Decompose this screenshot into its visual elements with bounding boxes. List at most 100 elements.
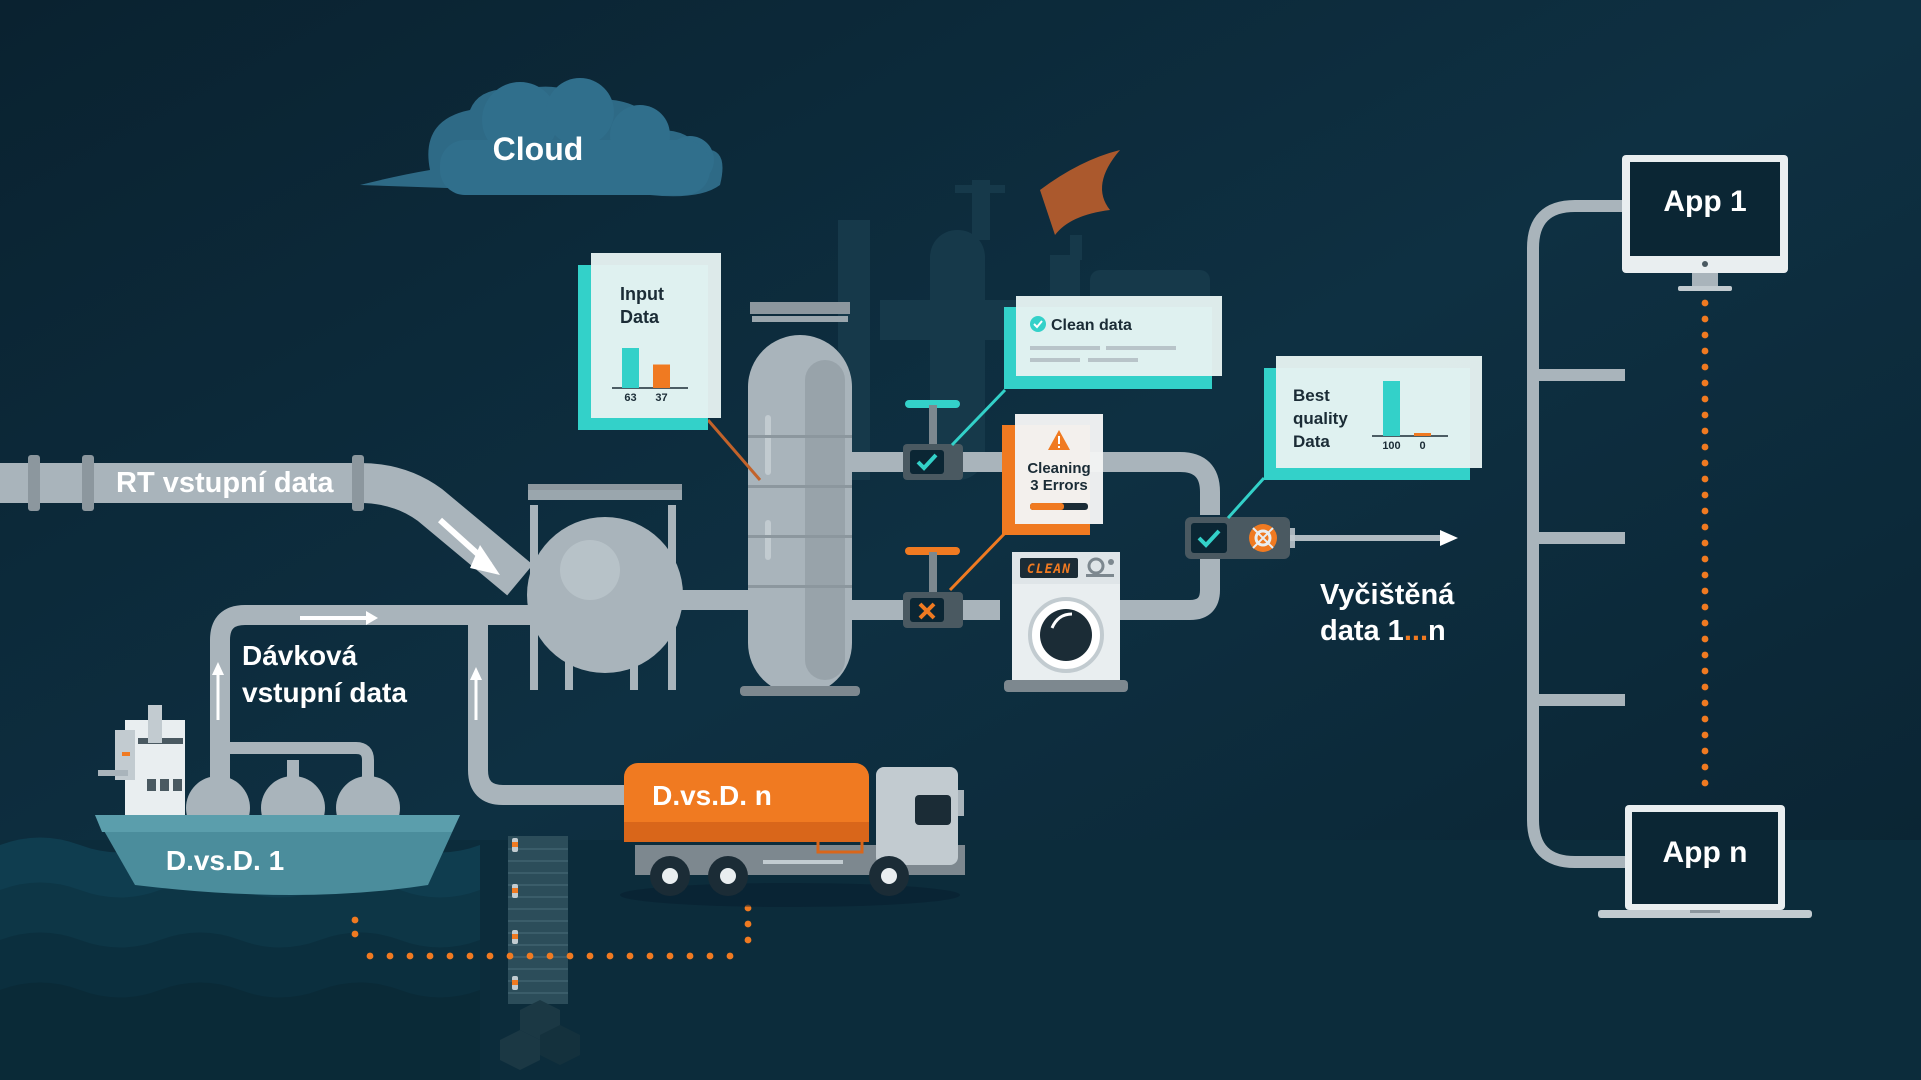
- input-card-line1: Input: [620, 284, 664, 304]
- app-link-dot: [1701, 779, 1709, 787]
- pier-lights: [512, 838, 518, 990]
- app-link-dot: [1701, 683, 1709, 691]
- ship-link-dot: [744, 920, 752, 928]
- app-link-dot: [1701, 507, 1709, 515]
- ship-link-dot: [526, 952, 534, 960]
- output-flow-arrow: [1440, 530, 1458, 546]
- pier-plank: [508, 956, 568, 958]
- app-link-dot: [1701, 427, 1709, 435]
- ship-link-dot: [686, 952, 694, 960]
- input-chart-tick-label: 63: [624, 392, 636, 404]
- app-link-dot: [1701, 619, 1709, 627]
- best-chart-tick-label: 100: [1382, 440, 1400, 452]
- output-label-suffix: n: [1428, 615, 1446, 647]
- app-link-dot: [1701, 395, 1709, 403]
- pier-plank: [508, 860, 568, 862]
- washing-machine: CLEAN: [1004, 552, 1128, 692]
- input-data-card: Input Data 63 37: [578, 253, 762, 481]
- app-link-dot: [1701, 443, 1709, 451]
- pier-plank: [508, 848, 568, 850]
- cleaning-progress-fill: [1030, 503, 1064, 510]
- output-label-line1: Vyčištěná: [1320, 579, 1455, 611]
- output-valve: [1185, 517, 1290, 559]
- ship-link-dot: [646, 952, 654, 960]
- pier-plank: [508, 884, 568, 886]
- ship-link-dot: [546, 952, 554, 960]
- ship-link-dot: [606, 952, 614, 960]
- cloud-label: Cloud: [493, 131, 584, 167]
- pier: [500, 836, 580, 1070]
- app-link-dot: [1701, 667, 1709, 675]
- sea: [0, 837, 480, 1080]
- cleaning-card-line2: 3 Errors: [1030, 477, 1088, 494]
- ship-truck-dotted-link: [351, 904, 752, 960]
- input-chart: 63 37: [622, 348, 670, 404]
- ship-link-dot: [486, 952, 494, 960]
- app-link-dot: [1701, 651, 1709, 659]
- ship-link-dot: [466, 952, 474, 960]
- app-link-dot: [1701, 603, 1709, 611]
- app-link-dot: [1701, 539, 1709, 547]
- app-link-dot: [1701, 763, 1709, 771]
- ship-link-dot: [586, 952, 594, 960]
- app-n-laptop[interactable]: App n: [1598, 805, 1812, 918]
- output-label-line2: data 1...n: [1320, 615, 1446, 647]
- input-chart-bar-63: [622, 348, 639, 388]
- app-link-dot: [1701, 315, 1709, 323]
- rt-input-label: RT vstupní data: [116, 467, 334, 499]
- clean-card-title: Clean data: [1051, 317, 1132, 334]
- ship-link-dot: [386, 952, 394, 960]
- best-chart-tick-label: 0: [1419, 440, 1425, 452]
- app-link-dot: [1701, 715, 1709, 723]
- batch-input-label-line2: vstupní data: [242, 677, 407, 708]
- best-chart-bar-100: [1383, 381, 1400, 436]
- app-link-dot: [1701, 699, 1709, 707]
- best-chart: 100 0: [1382, 381, 1431, 452]
- app-1-monitor[interactable]: App 1: [1622, 155, 1788, 291]
- cleaning-card-line1: Cleaning: [1027, 460, 1090, 477]
- ship-link-dot: [426, 952, 434, 960]
- ship-link-dot: [666, 952, 674, 960]
- app-link-dot: [1701, 523, 1709, 531]
- best-card-line1: Best: [1293, 386, 1330, 405]
- ship-link-dot: [351, 916, 359, 924]
- pier-plank: [508, 908, 568, 910]
- app-link-dot: [1701, 555, 1709, 563]
- pier-plank: [508, 920, 568, 922]
- ship-link-dot: [406, 952, 414, 960]
- best-chart-bar-0: [1414, 433, 1431, 436]
- clean-data-card: Clean data: [950, 296, 1222, 447]
- pier-plank: [508, 932, 568, 934]
- pier-plank: [508, 980, 568, 982]
- pier-plank: [508, 992, 568, 994]
- app-link-dot: [1701, 331, 1709, 339]
- app-link-dot: [1701, 747, 1709, 755]
- pier-light-glow: [512, 888, 518, 893]
- app-link-dot: [1701, 491, 1709, 499]
- cloud: Cloud: [360, 78, 723, 197]
- ship-link-dot: [626, 952, 634, 960]
- app-link-dot: [1701, 635, 1709, 643]
- valve-rejected-bottom: [903, 547, 963, 628]
- input-card-line2: Data: [620, 307, 660, 327]
- app-link-dot: [1701, 379, 1709, 387]
- output-label-ellipsis: ...: [1404, 615, 1428, 647]
- input-chart-bar-37: [653, 364, 670, 388]
- pier-plank: [508, 944, 568, 946]
- ship-link-dot: [566, 952, 574, 960]
- distribution-bus: [1527, 200, 1625, 868]
- ship-link-dot: [726, 952, 734, 960]
- app-link-dot: [1701, 299, 1709, 307]
- pier-plank: [508, 872, 568, 874]
- ship-link-dot: [744, 936, 752, 944]
- app-1-label: App 1: [1663, 185, 1746, 218]
- app-link-dot: [1701, 363, 1709, 371]
- best-card-line2: quality: [1293, 409, 1348, 428]
- app-n-label: App n: [1663, 836, 1748, 869]
- input-chart-tick-label: 37: [655, 392, 667, 404]
- pier-light-glow: [512, 980, 518, 985]
- truck: D.vs.D. n: [620, 763, 965, 907]
- ship-label: D.vs.D. 1: [166, 845, 284, 876]
- app-link-dot: [1701, 347, 1709, 355]
